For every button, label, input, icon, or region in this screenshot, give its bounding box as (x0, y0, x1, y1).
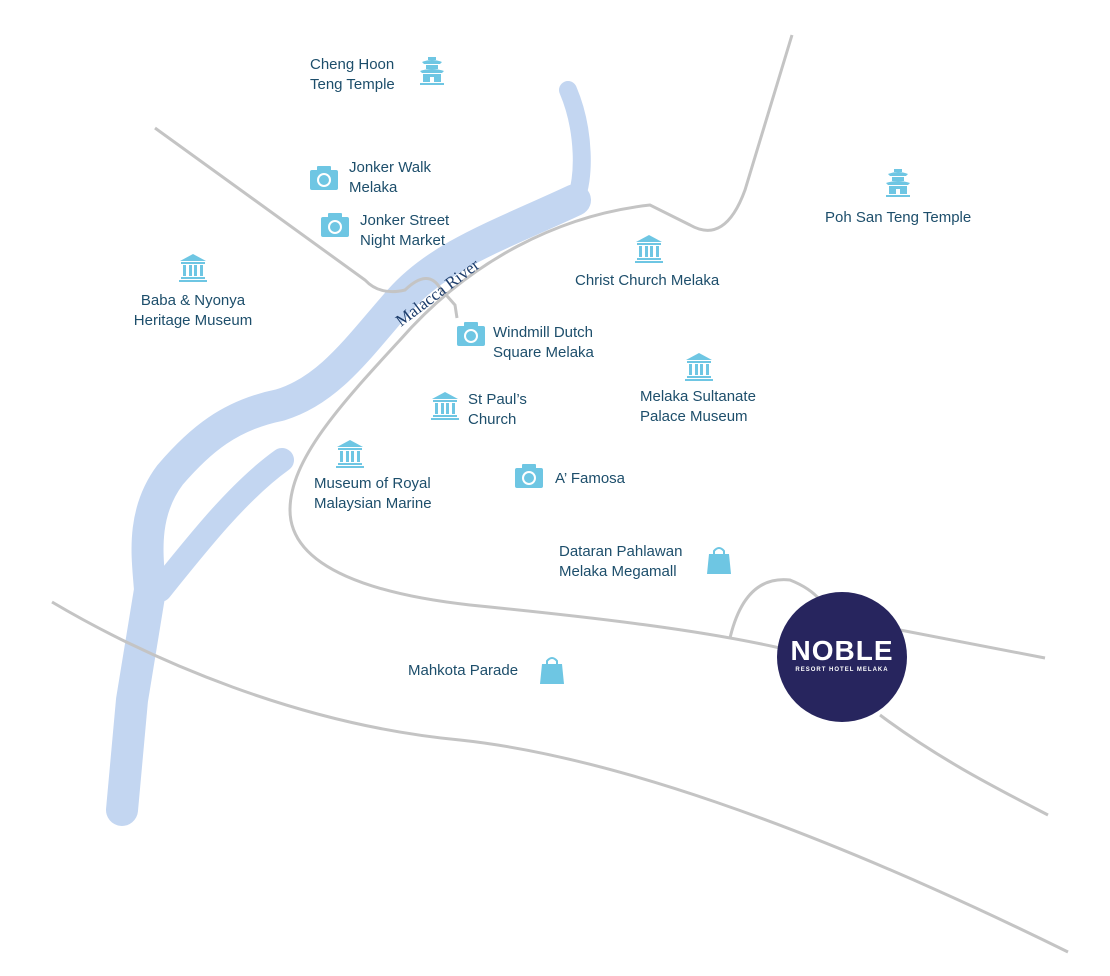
hotel-name: NOBLE (790, 635, 894, 666)
label-line: Mahkota Parade (408, 662, 519, 679)
museum-icon (430, 391, 460, 421)
museum-icon (684, 352, 714, 382)
camera-icon (320, 210, 350, 240)
camera-icon (514, 461, 544, 491)
label-line: St Paul’s (468, 391, 527, 408)
place-label-poh-san-teng[interactable]: Poh San Teng Temple (825, 208, 971, 228)
label-line: Museum of Royal (314, 475, 431, 492)
temple-icon (417, 56, 447, 86)
label-line: Poh San Teng Temple (825, 209, 972, 226)
museum-icon (634, 234, 664, 264)
shopping-bag-icon (704, 545, 734, 575)
hotel-logo[interactable]: NOBLE RESORT HOTEL MELAKA (777, 592, 907, 722)
label-line: Square Melaka (493, 344, 594, 361)
label-line: Cheng Hoon (310, 56, 395, 73)
label-line: Night Market (360, 232, 446, 249)
camera-icon (309, 163, 339, 193)
label-line: A’ Famosa (555, 470, 626, 487)
temple-icon (883, 168, 913, 198)
label-line: Church (468, 411, 517, 428)
hotel-subtitle: RESORT HOTEL MELAKA (795, 667, 889, 673)
label-line: Malaysian Marine (314, 495, 432, 512)
place-label-a-famosa[interactable]: A’ Famosa (555, 469, 625, 489)
label-line: Jonker Walk (349, 159, 431, 176)
label-line: Windmill Dutch (493, 324, 594, 341)
label-line: Palace Museum (640, 408, 748, 425)
label-line: Christ Church Melaka (575, 272, 720, 289)
label-line: Melaka Sultanate (640, 388, 756, 405)
label-line: Heritage Museum (133, 312, 253, 329)
camera-icon (456, 319, 486, 349)
label-line: Melaka (349, 179, 398, 196)
shopping-bag-icon (537, 655, 567, 685)
museum-icon (178, 253, 208, 283)
roads (51, 34, 1069, 954)
label-line: Jonker Street (360, 212, 450, 229)
label-line: Baba & Nyonya (140, 292, 246, 309)
place-label-mahkota-parade[interactable]: Mahkota Parade (408, 661, 518, 681)
label-line: Melaka Megamall (559, 563, 677, 580)
label-line: Dataran Pahlawan (559, 543, 683, 560)
label-line: Teng Temple (310, 76, 395, 93)
place-label-christ-church[interactable]: Christ Church Melaka (575, 271, 719, 291)
museum-icon (335, 439, 365, 469)
river (106, 81, 591, 826)
